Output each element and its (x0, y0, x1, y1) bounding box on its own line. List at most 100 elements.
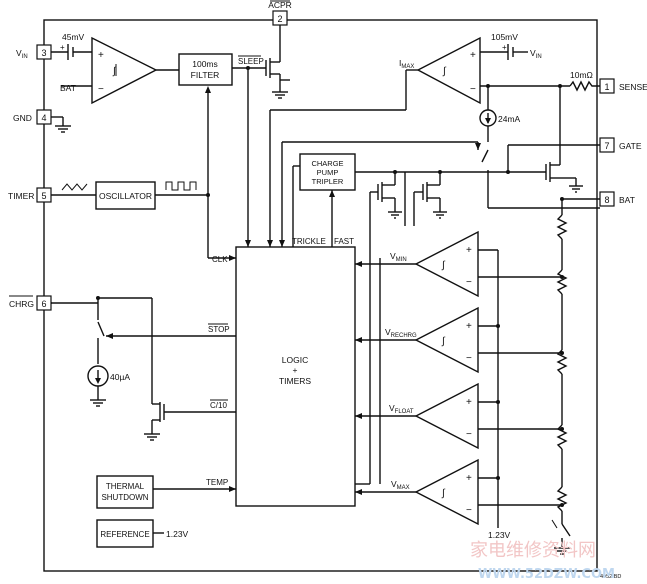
vfloat-label: VFLOAT (389, 403, 414, 415)
svg-text:SENSE: SENSE (619, 82, 647, 92)
svg-text:ACPR: ACPR (268, 0, 292, 10)
svg-text:−: − (98, 84, 104, 95)
svg-text:∫: ∫ (441, 260, 446, 271)
watermark-url: WWW.52DZW.COM (478, 567, 615, 582)
mv45-source: 45mV + (51, 32, 92, 60)
svg-text:TIMER: TIMER (8, 191, 34, 201)
thermal-shutdown-block: THERMAL SHUTDOWN (96, 475, 154, 509)
divider-resistor-5 (556, 486, 568, 512)
transistor-trickle (369, 172, 402, 484)
vfloat-amplifier: + − (414, 382, 479, 450)
svg-text:+: + (502, 43, 507, 52)
svg-text:∫: ∫ (112, 66, 117, 77)
gate-transistor (545, 86, 583, 193)
svg-text:+: + (466, 397, 472, 408)
vmin-comparator: + − ∫ (414, 230, 479, 298)
gnd-symbol (51, 116, 71, 133)
svg-text:+: + (98, 50, 104, 61)
clk-label: CLK (212, 255, 228, 264)
svg-text:+: + (466, 473, 472, 484)
divider-resistor-1 (556, 214, 568, 240)
vrechrg-comparator: + − ∫ (414, 306, 479, 374)
c10-label: C/10 (210, 401, 227, 410)
fast-label: FAST (334, 237, 354, 246)
svg-text:+: + (470, 50, 476, 61)
svg-text:8: 8 (604, 195, 609, 205)
pin-chrg: 6 CHRG (9, 295, 52, 311)
svg-text:GND: GND (13, 113, 32, 123)
svg-text:45mV: 45mV (62, 32, 85, 42)
imax-amplifier: + − ∫ (416, 36, 481, 105)
svg-text:GATE: GATE (619, 141, 642, 151)
svg-text:−: − (466, 353, 472, 364)
svg-text:105mV: 105mV (491, 32, 518, 42)
svg-text:VIN: VIN (16, 48, 28, 60)
pin-vin: 3 VIN (16, 44, 52, 60)
vmin-label: VMIN (390, 251, 407, 263)
svg-text:4: 4 (41, 113, 46, 123)
svg-text:OSCILLATOR: OSCILLATOR (99, 191, 152, 201)
mv105-source: 105mV + VIN (480, 32, 542, 60)
svg-text:PUMP: PUMP (317, 168, 339, 177)
pin-timer: 5 TIMER (8, 187, 52, 203)
temp-label: TEMP (206, 478, 228, 487)
pin-gnd: 4 GND (13, 109, 52, 125)
vin-comparator: + − ∫ (91, 36, 158, 105)
svg-text:+: + (60, 43, 65, 52)
divider-resistor-3 (556, 349, 568, 375)
svg-text:+: + (466, 321, 472, 332)
pin-bat: 8 BAT (599, 191, 635, 207)
svg-text:TIMERS: TIMERS (279, 376, 311, 386)
svg-text:2: 2 (277, 14, 282, 24)
logic-block: LOGIC + TIMERS (235, 246, 356, 507)
current-source-24ma: 24mA (479, 86, 521, 142)
transistor-fast (404, 172, 447, 226)
svg-text:FILTER: FILTER (191, 70, 220, 80)
filter-block: 100ms FILTER (178, 53, 233, 86)
acpr-transistor (265, 25, 290, 99)
switch-24ma (481, 149, 489, 208)
reference-block: REFERENCE (96, 519, 154, 548)
svg-text:VIN: VIN (530, 48, 542, 60)
divider-switch (551, 519, 571, 555)
trickle-label: TRICKLE (292, 237, 326, 246)
vrechrg-label: VRECHRG (385, 327, 417, 339)
svg-text:CHARGE: CHARGE (311, 159, 343, 168)
vmax-comparator: + − ∫ (414, 458, 479, 526)
svg-text:∫: ∫ (441, 488, 446, 499)
svg-text:BAT: BAT (619, 195, 635, 205)
svg-text:LOGIC: LOGIC (282, 355, 308, 365)
svg-text:∫: ∫ (442, 66, 447, 77)
sleep-label: SLEEP (238, 57, 264, 66)
svg-text:24mA: 24mA (498, 114, 521, 124)
pin-acpr: 2 ACPR (268, 0, 292, 26)
svg-text:10mΩ: 10mΩ (570, 70, 593, 80)
chrg-switch (97, 321, 105, 364)
pin-sense: 1 SENSE (599, 78, 647, 94)
sense-resistor: 10mΩ (569, 70, 600, 92)
svg-text:100ms: 100ms (192, 59, 218, 69)
triangle-wave-icon (61, 183, 88, 191)
vmax-label: VMAX (391, 479, 410, 491)
svg-text:CHRG: CHRG (9, 299, 34, 309)
svg-text:40µA: 40µA (110, 372, 130, 382)
current-source-40ua: 40µA (87, 365, 130, 407)
pin-gate: 7 GATE (599, 137, 642, 153)
svg-text:−: − (466, 429, 472, 440)
charge-pump-block: CHARGE PUMP TRIPLER (299, 153, 356, 191)
svg-text:TRIPLER: TRIPLER (312, 177, 344, 186)
svg-text:3: 3 (41, 48, 46, 58)
reference-value: 1.23V (166, 529, 189, 539)
svg-text:−: − (470, 84, 476, 95)
diagram-code: 4052 BD (600, 574, 621, 580)
svg-text:−: − (466, 277, 472, 288)
svg-text:6: 6 (41, 299, 46, 309)
svg-text:+: + (293, 365, 298, 375)
svg-text:∫: ∫ (441, 336, 446, 347)
svg-text:1: 1 (604, 82, 609, 92)
oscillator-block: OSCILLATOR (95, 181, 156, 210)
v123-bottom-label: 1.23V (488, 530, 511, 540)
svg-text:5: 5 (41, 191, 46, 201)
bat-input-label: BAT (60, 83, 76, 93)
